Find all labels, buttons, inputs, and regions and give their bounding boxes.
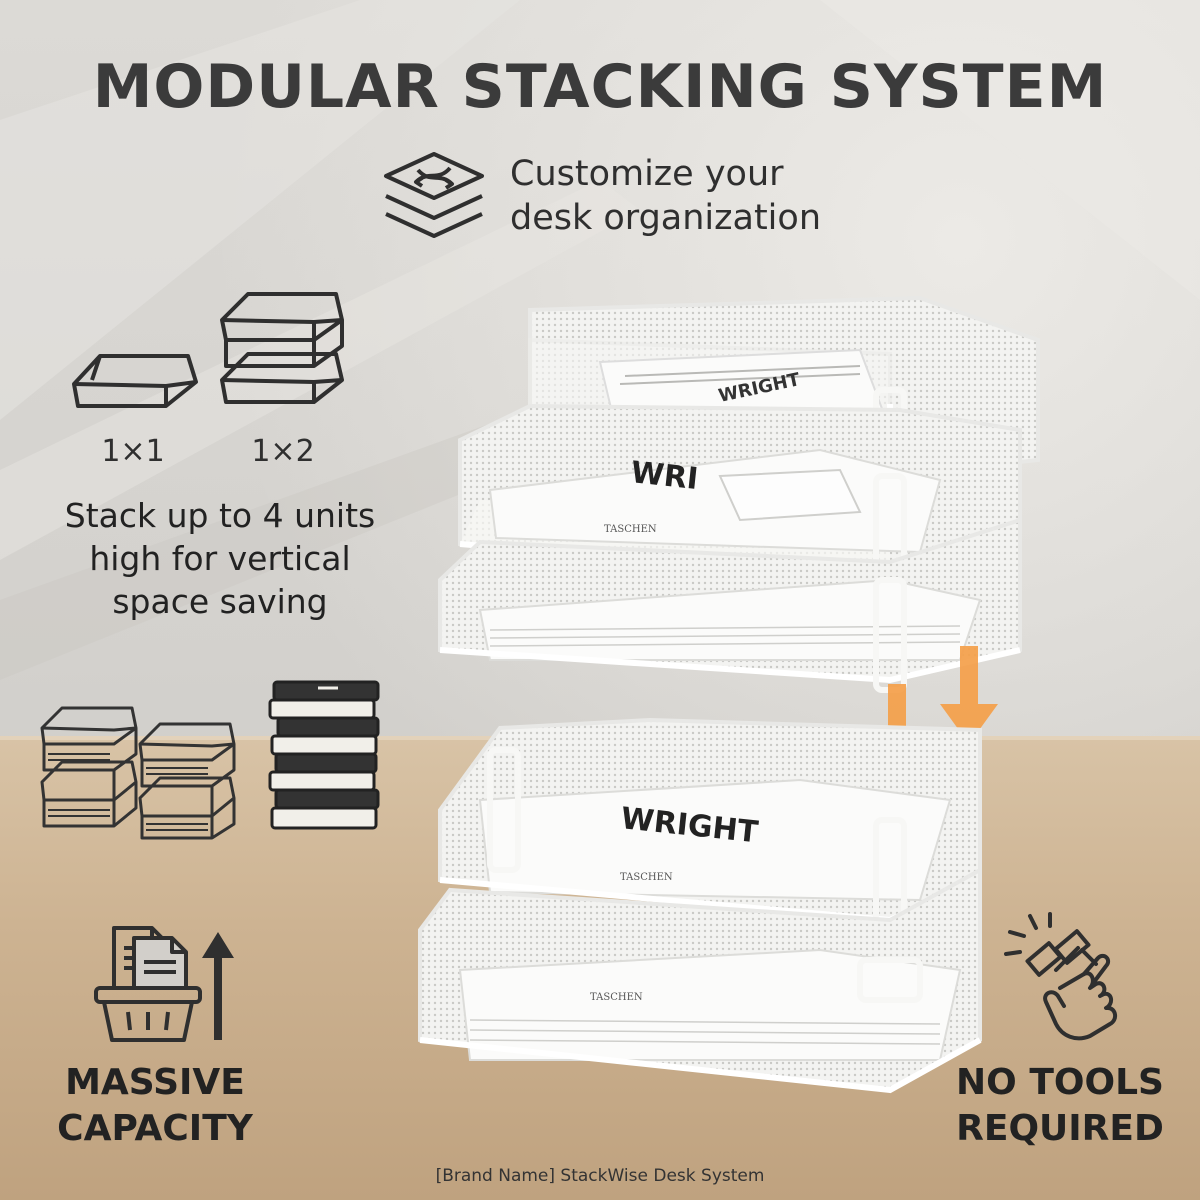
subheadline: Customize your desk organization (510, 152, 930, 240)
capacity-caption: MASSIVE CAPACITY (40, 1060, 270, 1152)
double-tray-icon (220, 292, 344, 404)
stacked-trays-with-papers-icon (40, 706, 138, 828)
stack-caption-line-1: Stack up to 4 units (64, 496, 376, 535)
hand-connecting-icon (1004, 912, 1117, 1041)
config-label-1x2: 1×2 (251, 434, 315, 469)
arrow-up-icon (202, 932, 234, 1040)
basket-documents-icon (94, 926, 202, 1042)
tools-line-1: NO TOOLS (956, 1062, 1164, 1103)
arrow-down-3 (940, 646, 998, 744)
single-tray-icon (72, 354, 198, 408)
middle-tray-publisher: TASCHEN (604, 524, 657, 535)
stacked-trays-with-files-icon (138, 722, 236, 840)
bottom-unit-upper-tray: WRIGHT TASCHEN (438, 717, 982, 933)
capacity-line-1: MASSIVE (65, 1062, 245, 1103)
middle-tray-book-title: WRI (629, 455, 700, 497)
subheadline-line-1: Customize your (510, 154, 784, 194)
config-label-1x1: 1×1 (101, 434, 165, 469)
product-trays-illustration: WRIGHT WRI TASCHEN (418, 295, 1040, 1094)
bottom-unit-lower-tray: TASCHEN (418, 866, 982, 1094)
book-stack-icon (268, 680, 380, 830)
tools-line-2: REQUIRED (956, 1108, 1164, 1149)
headline: MODULAR STACKING SYSTEM (92, 52, 1108, 122)
footer-brand: [Brand Name] StackWise Desk System (435, 1166, 765, 1186)
stack-caption-line-3: space saving (112, 582, 328, 621)
lower-tray-publisher: TASCHEN (590, 992, 643, 1003)
shuffle-layers-icon (384, 152, 484, 238)
tools-caption: NO TOOLS REQUIRED (940, 1060, 1180, 1152)
stack-caption: Stack up to 4 units high for vertical sp… (30, 494, 410, 623)
stack-caption-line-2: high for vertical (89, 539, 351, 578)
subheadline-line-2: desk organization (510, 198, 822, 238)
bottom-tray-publisher: TASCHEN (620, 872, 673, 883)
capacity-line-2: CAPACITY (57, 1108, 253, 1149)
